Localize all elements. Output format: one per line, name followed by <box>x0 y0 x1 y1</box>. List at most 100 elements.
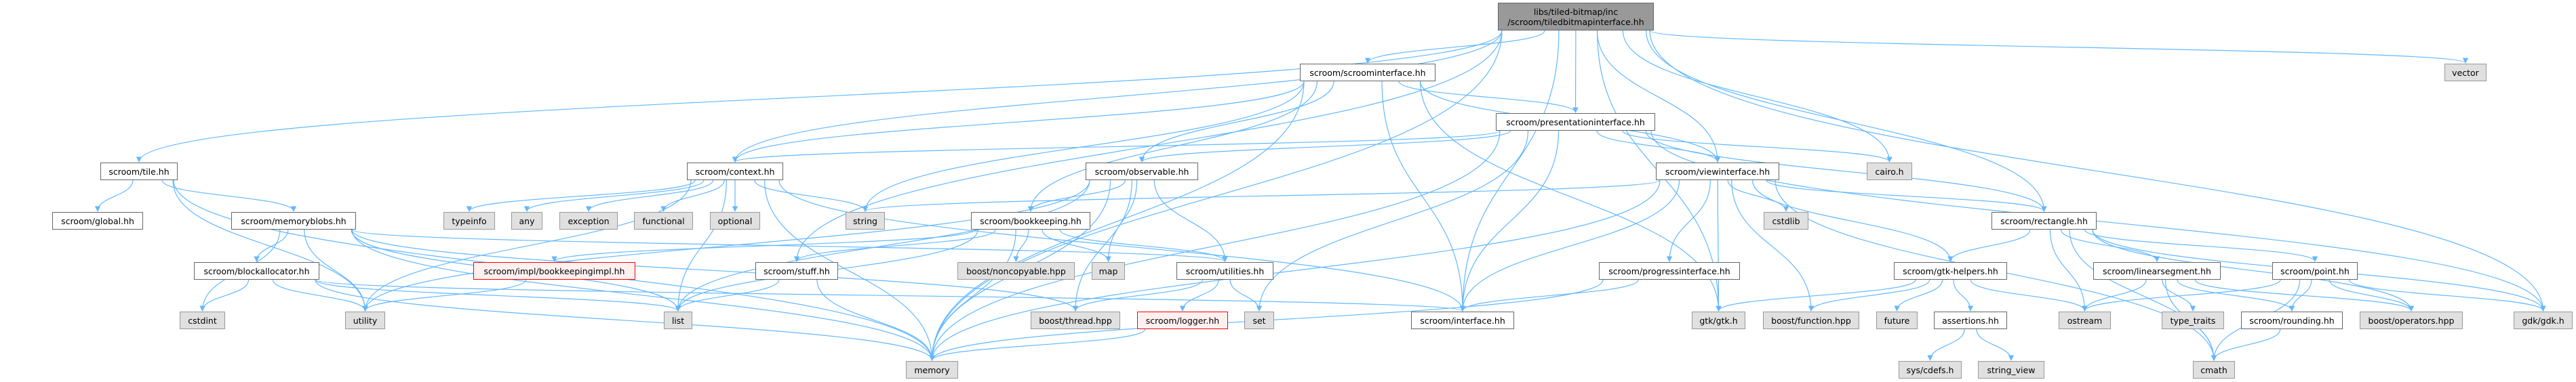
node-global[interactable]: scroom/global.hh <box>52 212 143 230</box>
node-point[interactable]: scroom/point.hh <box>2272 262 2358 280</box>
node-observable[interactable]: scroom/observable.hh <box>1086 163 1198 180</box>
node-rectangle[interactable]: scroom/rectangle.hh <box>1992 212 2097 230</box>
node-label: gtk/gtk.h <box>1699 315 1738 326</box>
node-label: string <box>853 215 877 226</box>
node-functional: functional <box>634 212 693 230</box>
node-label: boost/noncopyable.hpp <box>966 266 1066 276</box>
edge-observable-to-utilities <box>1153 179 1228 262</box>
node-label: libs/tiled-bitmap/inc <box>1533 6 1619 17</box>
edge-viewinterface-to-gtkhelpers <box>1751 179 1954 262</box>
node-label: scroom/tile.hh <box>108 166 170 177</box>
edge-presentationinterface-to-set <box>1256 130 1529 312</box>
edge-observable-to-utility <box>362 179 1090 312</box>
edge-scroominterface-to-memory <box>929 81 1305 361</box>
edge-presentationinterface-to-cairo <box>1622 130 1893 163</box>
node-label: cstdint <box>188 315 217 326</box>
edge-blockallocator-to-interface <box>315 279 1465 312</box>
edge-context-to-string <box>754 179 869 212</box>
node-viewinterface[interactable]: scroom/viewinterface.hh <box>1656 163 1779 180</box>
edge-scroominterface-to-interface <box>1381 81 1466 312</box>
node-label: optional <box>717 215 753 226</box>
edge-point-to-rounding <box>2288 279 2312 312</box>
node-stuff[interactable]: scroom/stuff.hh <box>755 262 838 280</box>
node-label: string_view <box>1987 364 2036 375</box>
edge-blockallocator-to-memory <box>315 279 935 361</box>
edge-scroominterface-to-string <box>862 81 1305 212</box>
edge-assertions-to-string_view <box>1976 328 2015 361</box>
edge-context-to-typeinfo <box>466 179 696 212</box>
edge-viewinterface-to-string <box>863 179 1661 212</box>
edge-utilities-to-logger <box>1179 279 1219 312</box>
edge-memoryblobs-to-utility <box>304 229 368 312</box>
edge-viewinterface-to-function <box>1731 179 1815 312</box>
node-cmath: cmath <box>2193 361 2235 379</box>
node-assertions[interactable]: assertions.hh <box>1934 312 2007 329</box>
edge-presentationinterface-to-memory <box>929 130 1501 361</box>
node-label: scroom/blockallocator.hh <box>203 266 310 276</box>
node-label: scroom/rectangle.hh <box>2000 215 2088 226</box>
node-label: boost/thread.hpp <box>1039 315 1112 326</box>
edge-memoryblobs-to-blockallocator <box>254 229 289 262</box>
edge-linearsegment-to-ostream <box>2082 279 2147 312</box>
edge-point-to-operators <box>2329 279 2415 312</box>
edge-root-to-cairo <box>1622 30 1893 163</box>
node-cstdlib: cstdlib <box>1764 212 1808 230</box>
node-label: sys/cdefs.h <box>1906 364 1954 375</box>
edge-assertions-to-cdefs <box>1927 328 1965 361</box>
node-label: scroom/scroominterface.hh <box>1309 67 1426 78</box>
edge-context-to-memory <box>764 179 935 361</box>
node-label: future <box>1884 315 1910 326</box>
edge-stuff-to-list <box>675 279 780 312</box>
node-scroominterface[interactable]: scroom/scroominterface.hh <box>1300 64 1435 81</box>
edge-presentationinterface-to-interface <box>1459 130 1560 312</box>
edge-context-to-list <box>675 179 727 312</box>
edge-observable-to-list <box>675 179 1090 312</box>
node-label: type_traits <box>2170 315 2216 326</box>
edge-rounding-to-cmath <box>2211 328 2281 361</box>
edge-bookkeepingimpl-to-utility <box>362 279 527 312</box>
edge-bookkeeping-to-bookkeepingimpl <box>551 229 976 262</box>
edge-progressinterface-to-interface <box>1459 279 1639 312</box>
edge-context-to-interface <box>778 179 1466 312</box>
edge-stuff-to-memory <box>816 279 935 361</box>
edge-viewinterface-to-interface <box>1459 179 1680 312</box>
edge-presentationinterface-to-rectangle <box>1645 130 2047 212</box>
edge-context-to-any <box>523 179 705 212</box>
node-linearsegment[interactable]: scroom/linearsegment.hh <box>2093 262 2221 280</box>
node-gtkhelpers[interactable]: scroom/gtk-helpers.hh <box>1894 262 2007 280</box>
node-utilities[interactable]: scroom/utilities.hh <box>1176 262 1273 280</box>
node-context[interactable]: scroom/context.hh <box>687 163 783 180</box>
node-label: cairo.h <box>1875 166 1904 177</box>
node-interface[interactable]: scroom/interface.hh <box>1411 312 1514 329</box>
node-optional: optional <box>710 212 760 230</box>
node-memory: memory <box>906 361 958 379</box>
node-label: scroom/gtk-helpers.hh <box>1903 266 1998 276</box>
edge-bookkeeping-to-memory <box>929 229 1016 361</box>
node-blockallocator[interactable]: scroom/blockallocator.hh <box>194 262 319 280</box>
edge-point-to-ostream <box>2082 279 2281 312</box>
edge-viewinterface-to-progressinterface <box>1666 179 1711 262</box>
node-rounding[interactable]: scroom/rounding.hh <box>2241 312 2343 329</box>
node-label: scroom/memoryblobs.hh <box>241 215 346 226</box>
node-label: assertions.hh <box>1942 315 1999 326</box>
node-label: scroom/utilities.hh <box>1185 266 1265 276</box>
node-bookkeeping[interactable]: scroom/bookkeeping.hh <box>971 212 1090 230</box>
node-presentationinterface[interactable]: scroom/presentationinterface.hh <box>1496 113 1655 131</box>
node-memoryblobs[interactable]: scroom/memoryblobs.hh <box>231 212 356 230</box>
node-bookkeepingimpl[interactable]: scroom/impl/bookkeepingimpl.hh <box>473 262 635 280</box>
node-label: scroom/logger.hh <box>1145 315 1220 326</box>
node-root[interactable]: libs/tiled-bitmap/inc/scroom/tiledbitmap… <box>1498 3 1654 30</box>
node-logger[interactable]: scroom/logger.hh <box>1137 312 1228 329</box>
node-tile[interactable]: scroom/tile.hh <box>100 163 178 180</box>
node-set: set <box>1244 312 1274 329</box>
node-label: scroom/stuff.hh <box>764 266 830 276</box>
node-progressinterface[interactable]: scroom/progressinterface.hh <box>1599 262 1740 280</box>
node-cdefs: sys/cdefs.h <box>1899 361 1962 379</box>
edge-presentationinterface-to-viewinterface <box>1596 130 1721 163</box>
node-label: cmath <box>2200 364 2227 375</box>
edge-context-to-functional <box>660 179 725 212</box>
node-label: boost/operators.hpp <box>2368 315 2455 326</box>
node-label: utility <box>353 315 378 326</box>
edge-bookkeeping-to-stuff <box>793 229 996 262</box>
edge-scroominterface-to-bookkeeping <box>1027 81 1318 212</box>
